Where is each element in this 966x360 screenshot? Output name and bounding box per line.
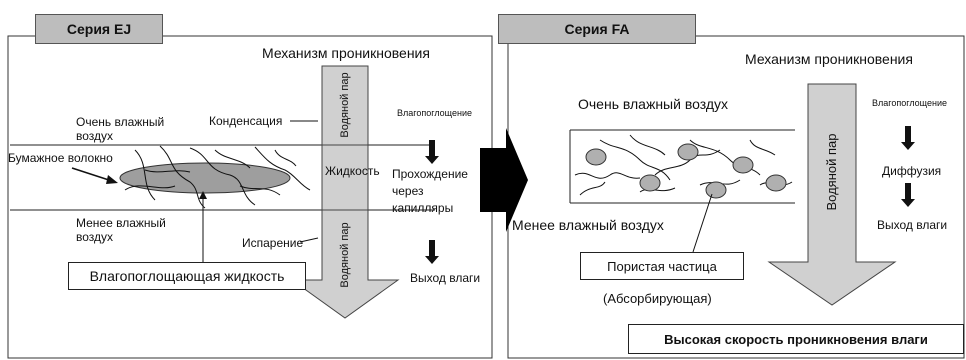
left-step-exit: Выход влаги: [410, 271, 481, 285]
porous-particle-leader: [692, 193, 713, 253]
right-fibers: [574, 134, 793, 196]
absorbing-note: (Абсорбирующая): [603, 291, 712, 306]
high-rate-box: Высокая скорость проникновения влаги: [628, 324, 964, 354]
step-diffusion: Диффузия: [882, 164, 942, 178]
porous-particles: [585, 143, 787, 199]
absorbing-liquid-leader: [199, 191, 207, 262]
condensation-label: Конденсация: [209, 114, 283, 128]
left-fibers: [124, 145, 311, 209]
left-mechanism-title: Механизм проникновения: [262, 45, 430, 61]
left-very-humid-air: Очень влажный воздух: [76, 115, 165, 143]
right-mechanism-title: Механизм проникновения: [745, 51, 913, 67]
liquid-label: Жидкость: [325, 164, 380, 178]
right-very-humid-air: Очень влажный воздух: [578, 96, 729, 112]
step-arrow-2: [425, 240, 439, 264]
right-series-tab: Серия FA: [498, 14, 696, 44]
step-capillary: Прохождение через капилляры: [392, 167, 468, 215]
right-less-humid-air: Менее влажный воздух: [512, 217, 664, 233]
water-vapor-bottom-label: Водяной пар: [339, 222, 351, 288]
right-step-exit: Выход влаги: [877, 218, 948, 232]
evaporation-label: Испарение: [242, 236, 304, 250]
right-step-absorption: Влагопоглощение: [872, 98, 947, 108]
paper-fiber-ellipse: [119, 162, 291, 194]
paper-fiber-pointer: [71, 167, 118, 184]
right-panel-frame: [507, 35, 965, 359]
porous-particle-box: Пористая частица: [580, 252, 744, 280]
left-step-absorption: Влагопоглощение: [397, 108, 472, 118]
evaporation-leader: [299, 237, 319, 243]
left-less-humid-air: Менее влажный воздух: [76, 216, 166, 244]
right-water-vapor-label: Водяной пар: [824, 133, 839, 211]
left-series-tab: Серия EJ: [35, 14, 163, 44]
absorbing-liquid-box: Влагопоглощающая жидкость: [68, 262, 306, 290]
step-arrow-3: [901, 126, 915, 150]
step-arrow-1: [425, 140, 439, 164]
step-arrow-4: [901, 183, 915, 207]
paper-fiber-label: Бумажное волокно: [8, 151, 113, 165]
left-permeation-arrow: [290, 65, 400, 319]
water-vapor-top-label: Водяной пар: [339, 72, 351, 138]
right-permeation-arrow: [767, 83, 897, 306]
center-transition-arrow: [480, 128, 528, 232]
